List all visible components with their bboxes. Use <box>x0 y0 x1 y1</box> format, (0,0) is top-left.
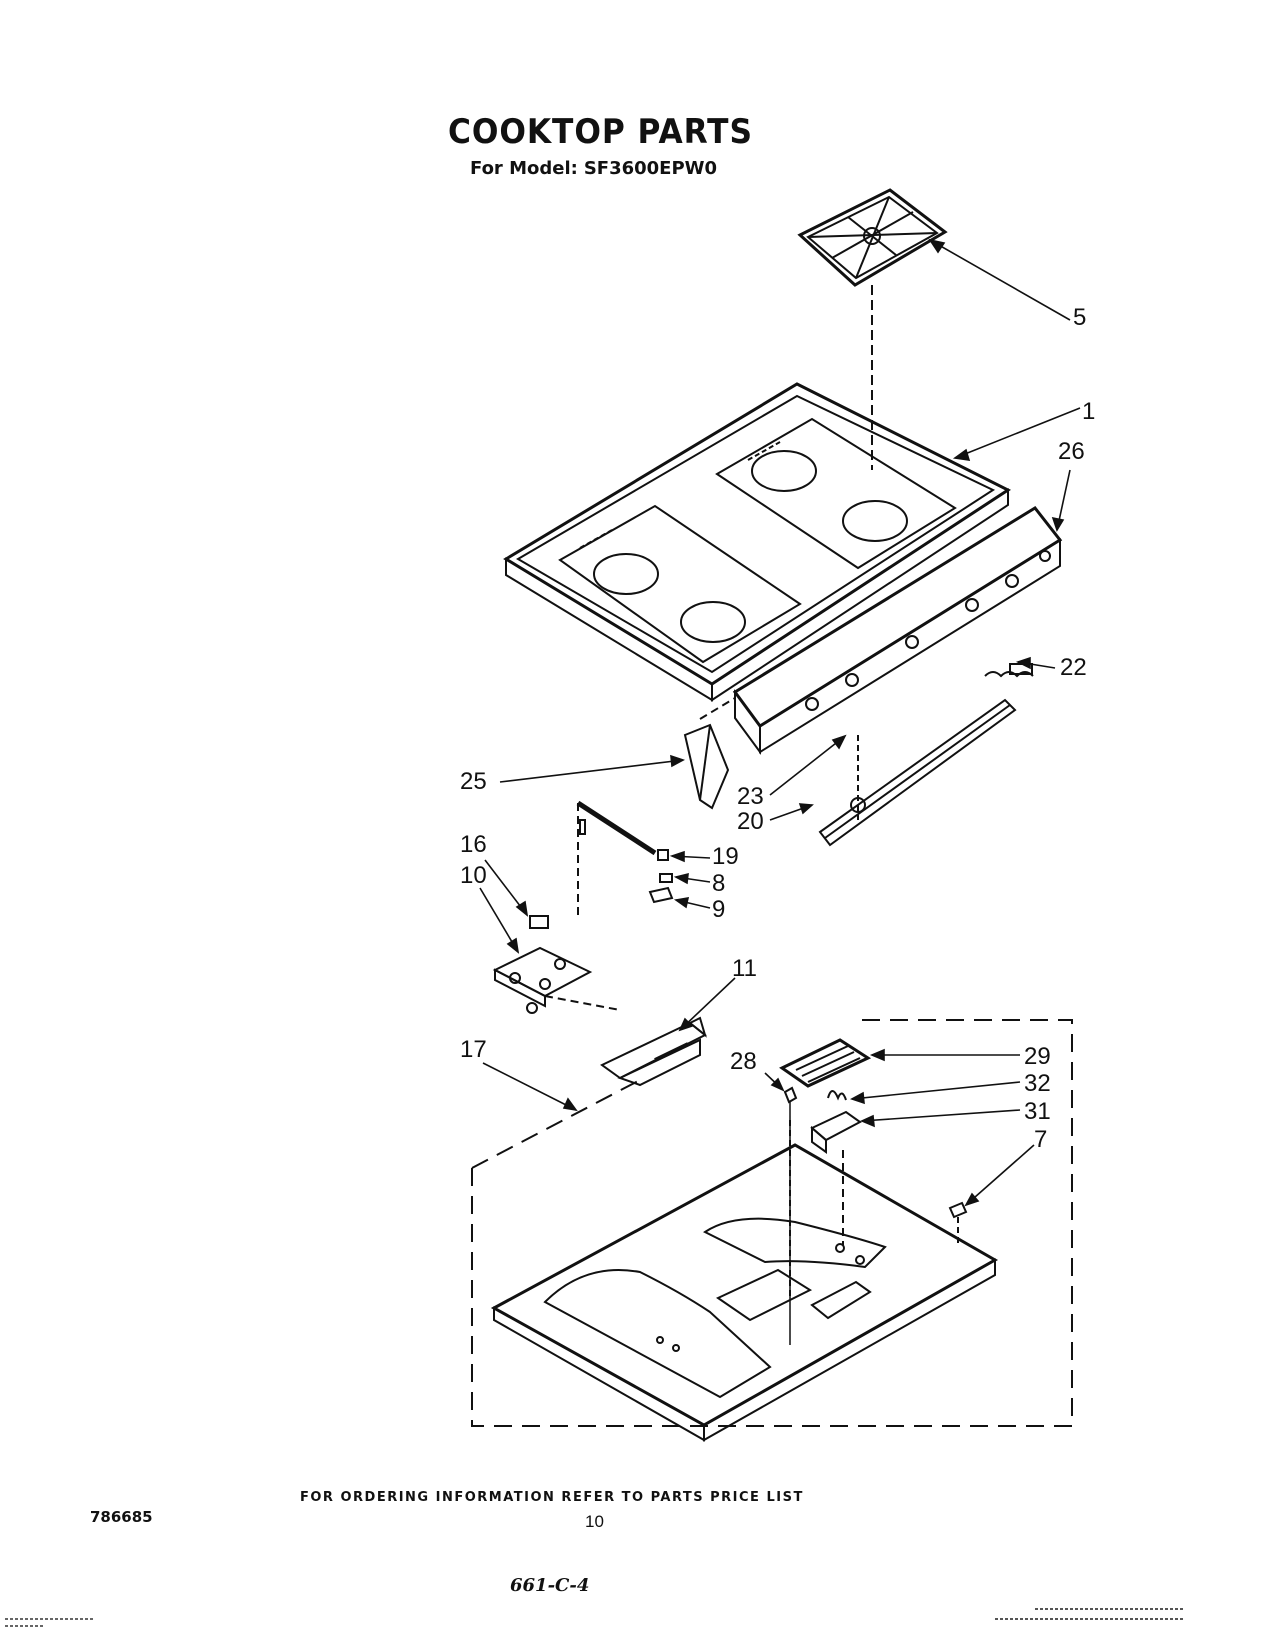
illegible-small-text <box>5 1615 95 1634</box>
part-grate <box>797 188 948 470</box>
part-rail <box>818 698 1017 847</box>
document-number: 786685 <box>90 1508 153 1526</box>
callout-7: 7 <box>1034 1126 1048 1153</box>
callout-28: 28 <box>730 1048 757 1075</box>
leader-lines <box>479 238 1081 1207</box>
callout-29: 29 <box>1024 1043 1051 1070</box>
callout-31: 31 <box>1024 1098 1051 1125</box>
callout-17: 17 <box>460 1036 487 1063</box>
callout-26: 26 <box>1058 438 1085 465</box>
model-line: For Model:SF3600EPW0 <box>470 158 723 179</box>
callout-22: 22 <box>1060 654 1087 681</box>
model-number: SF3600EPW0 <box>583 158 718 179</box>
part-burner-pieces <box>779 1038 872 1345</box>
part-plate <box>600 1016 707 1087</box>
part-end-cap <box>683 723 730 810</box>
callout-25: 25 <box>460 768 487 795</box>
ordering-info-note: FOR ORDERING INFORMATION REFER TO PARTS … <box>300 1490 804 1505</box>
callout-11: 11 <box>732 955 757 982</box>
callout-5: 5 <box>1073 304 1087 331</box>
handwritten-note: 661-C-4 <box>510 1575 590 1596</box>
model-label: For Model: <box>470 158 578 179</box>
part-bracket-assembly <box>492 915 621 1014</box>
callout-20: 20 <box>737 808 764 835</box>
copyright-block <box>995 1605 1185 1630</box>
callout-9: 9 <box>712 896 726 923</box>
part-cooktop-top <box>503 382 1011 702</box>
part-manifold-panel <box>699 506 1063 756</box>
callout-1: 1 <box>1082 398 1096 425</box>
page-number: 10 <box>585 1512 604 1531</box>
callout-23: 23 <box>737 783 764 810</box>
part-bottom-pan <box>471 1019 1073 1442</box>
illegible-copyright-text <box>995 1608 1183 1620</box>
callout-16: 16 <box>460 831 487 858</box>
callout-32: 32 <box>1024 1070 1051 1097</box>
callout-19: 19 <box>712 843 739 870</box>
callout-8: 8 <box>712 870 726 897</box>
page-title: COOKTOP PARTS <box>448 112 753 152</box>
part-valve-rod <box>576 800 674 920</box>
callout-10: 10 <box>460 862 487 889</box>
